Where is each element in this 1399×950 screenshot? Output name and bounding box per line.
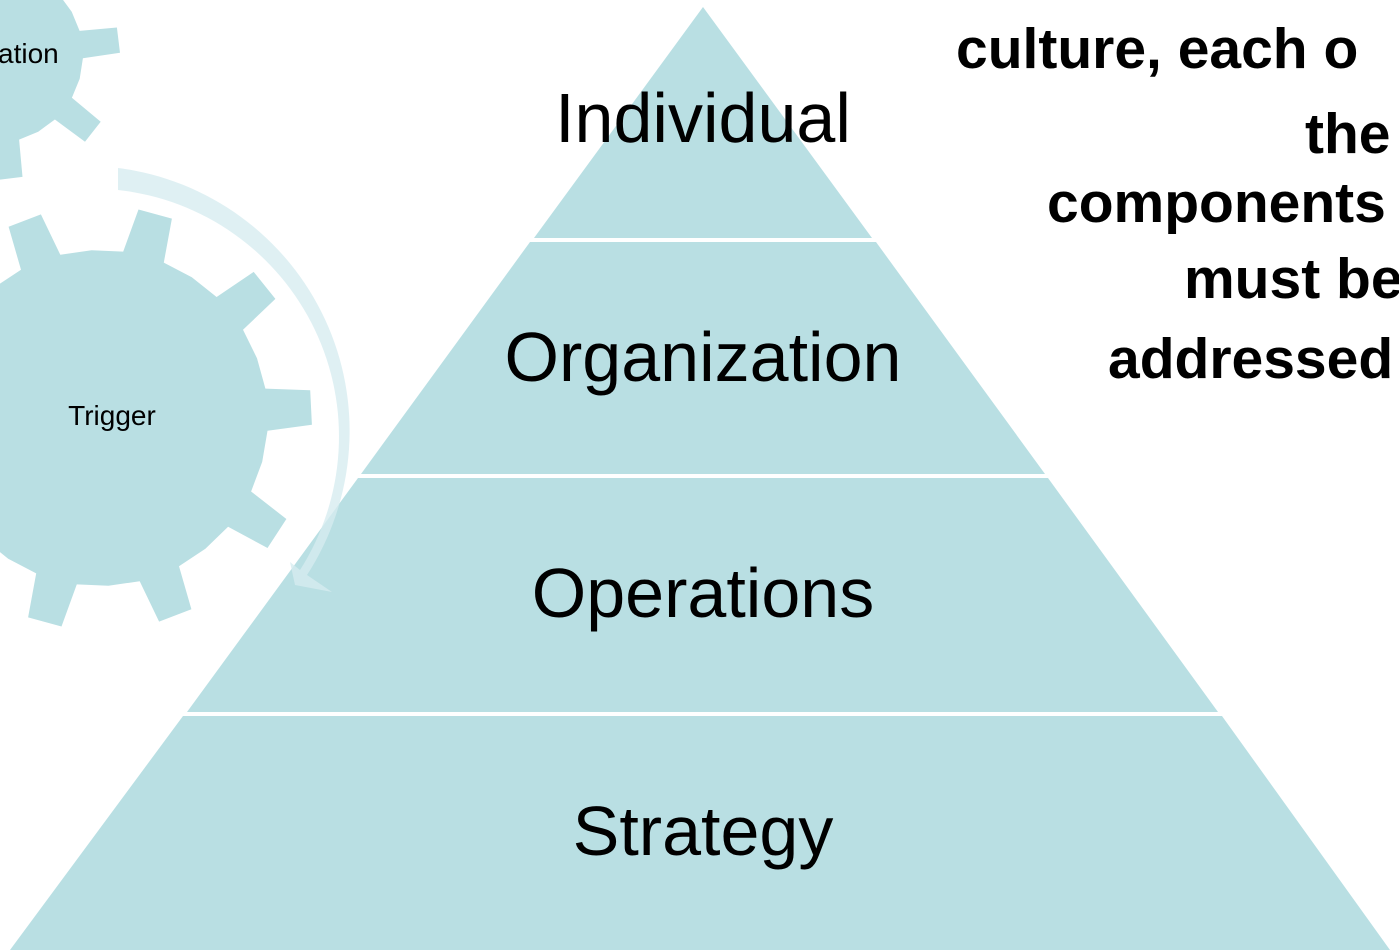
- tier-label-organization: Organization: [505, 318, 902, 396]
- side-text-line: the: [1305, 102, 1391, 166]
- cycle-arrow: [118, 168, 350, 592]
- gear-icon: [0, 0, 120, 180]
- gear-top: ation: [0, 0, 120, 180]
- curved-arrow-icon: [118, 168, 350, 592]
- gear-top-label: ation: [0, 38, 59, 69]
- tier-label-operations: Operations: [532, 554, 874, 632]
- side-text-line: addressed: [1108, 327, 1393, 391]
- side-text-block: culture, each o the components must be a…: [956, 17, 1399, 391]
- side-text-line: culture, each o: [956, 17, 1358, 81]
- gear-trigger-label: Trigger: [68, 400, 156, 431]
- gear-trigger: Trigger: [0, 209, 312, 627]
- side-text-line: components: [1047, 171, 1386, 235]
- gear-icon: [0, 209, 312, 627]
- pyramid: [10, 7, 1390, 950]
- pyramid-tier-individual: [534, 7, 872, 238]
- pyramid-tier-operations: [187, 478, 1218, 712]
- tier-label-strategy: Strategy: [573, 792, 834, 870]
- pyramid-tier-organization: [361, 242, 1045, 474]
- pyramid-tier-strategy: [10, 716, 1390, 950]
- side-text-line: must be: [1184, 247, 1399, 311]
- tier-label-individual: Individual: [555, 79, 851, 157]
